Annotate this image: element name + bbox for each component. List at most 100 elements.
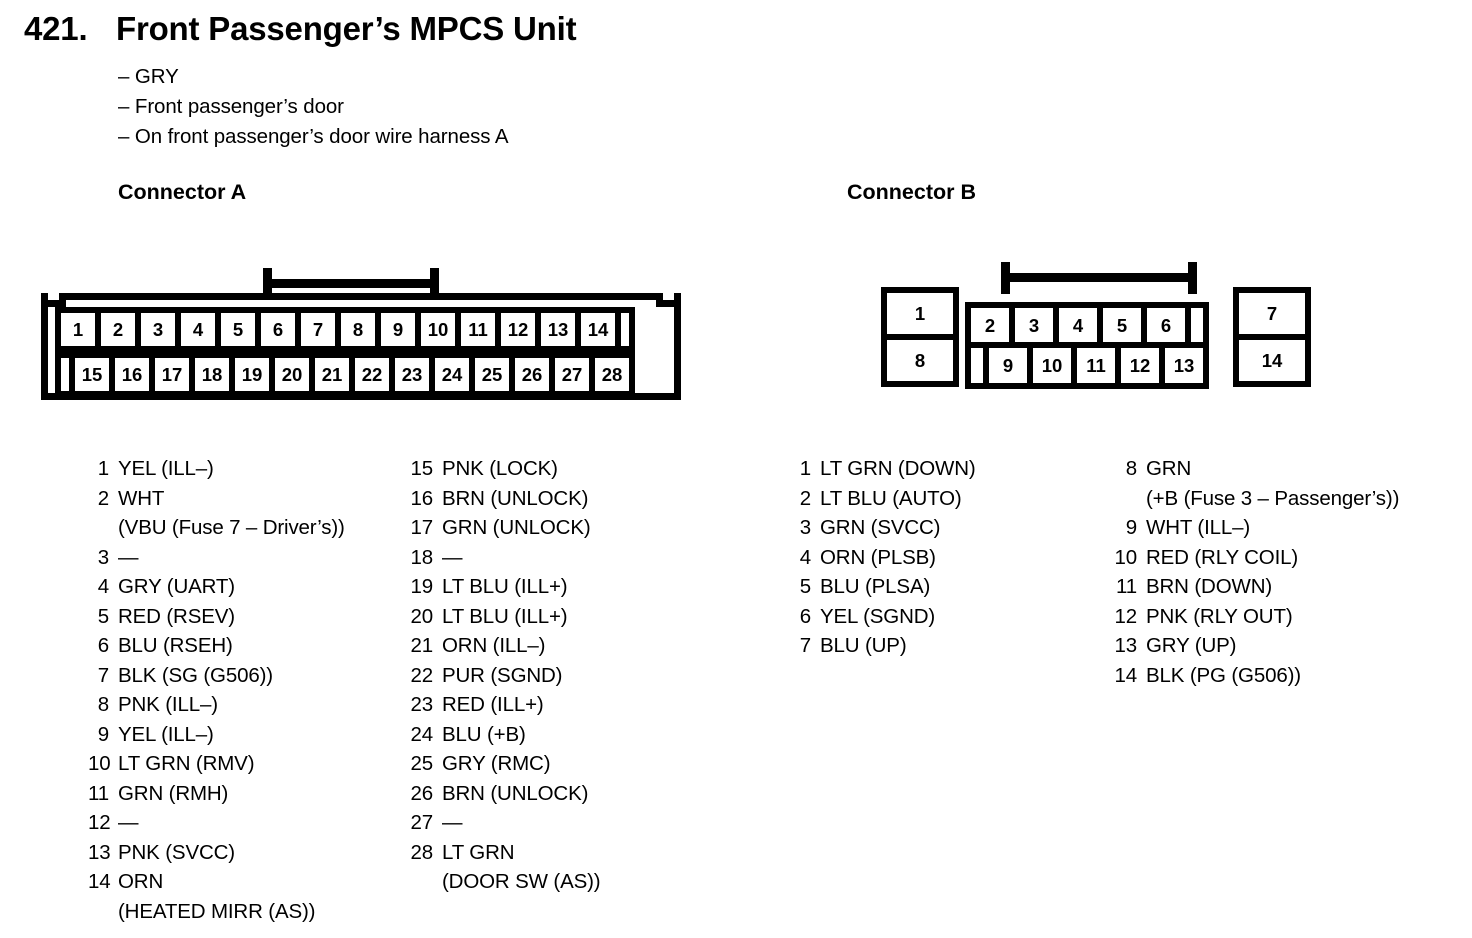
- pin-number: 14: [1114, 663, 1137, 687]
- pin-label: WHT(VBU (Fuse 7 – Driver’s)): [118, 484, 345, 543]
- pin-number: 23: [410, 693, 433, 716]
- pin-list-item: 3 GRN (SVCC): [790, 513, 976, 543]
- pin-cell: 8: [881, 334, 959, 387]
- connector-b-bottom-row: 9 10 11 12 13: [965, 342, 1209, 389]
- connector-b-heading: Connector B: [847, 180, 976, 204]
- pin-cell: 4: [1053, 302, 1103, 349]
- pin-label: GRN (SVCC): [820, 516, 941, 539]
- connector-a-locking-tab: [263, 268, 439, 302]
- pin-number: 1: [799, 457, 811, 480]
- pin-list-item: 27—: [408, 808, 600, 838]
- pin-label: BLK (SG (G506)): [118, 663, 273, 687]
- connector-b-top-row: 2 3 4 5 6: [965, 302, 1209, 349]
- pin-number: 5: [97, 604, 109, 628]
- pin-number: 10: [1114, 545, 1137, 569]
- pin-label: BLU (UP): [820, 634, 907, 657]
- pin-number: 9: [1125, 516, 1137, 539]
- pin-number: 13: [1114, 634, 1137, 657]
- pin-number: 26: [410, 781, 433, 805]
- locking-tab-post-right: [1188, 262, 1197, 294]
- locking-tab-post-left: [263, 268, 272, 300]
- pin-cell: 9: [983, 342, 1033, 389]
- pin-cell: 9: [375, 307, 421, 352]
- pin-number: 18: [410, 545, 433, 569]
- pin-number: 4: [799, 545, 811, 569]
- locking-tab-post-right: [430, 268, 439, 300]
- pin-cell: 12: [495, 307, 541, 352]
- pin-number: 2: [799, 486, 811, 510]
- pin-number: 20: [410, 604, 433, 628]
- subheading-item: – GRY: [118, 65, 179, 88]
- pin-label: LT GRN(DOOR SW (AS)): [442, 838, 601, 897]
- pin-number: 17: [410, 516, 433, 539]
- pin-list-item: 3—: [88, 543, 345, 573]
- subheading-list: – GRY – Front passenger’s door – On fron…: [118, 62, 509, 152]
- subheading-item: – On front passenger’s door wire harness…: [118, 125, 509, 148]
- pin-number: 7: [799, 634, 811, 657]
- pin-number: 25: [410, 752, 433, 775]
- pin-cell: 7: [1233, 287, 1311, 340]
- pin-label-continuation: (HEATED MIRR (AS)): [118, 899, 316, 923]
- pin-list-item: 26 BRN (UNLOCK): [408, 779, 600, 809]
- pin-cell: 14: [1233, 334, 1311, 387]
- pin-label: GRN (RMH): [118, 781, 229, 805]
- pin-number: 1: [97, 457, 109, 480]
- connector-a-notch-right: [656, 293, 674, 307]
- pin-label: LT BLU (ILL+): [442, 575, 568, 598]
- pin-cell: 11: [1071, 342, 1121, 389]
- pin-label: ORN(HEATED MIRR (AS)): [118, 867, 316, 926]
- connector-a-heading: Connector A: [118, 180, 247, 204]
- pin-number: 24: [410, 722, 433, 746]
- pin-label: PNK (ILL–): [118, 693, 218, 716]
- pin-label: PUR (SGND): [442, 663, 563, 687]
- locking-tab-post-left: [1001, 262, 1010, 294]
- pin-number: 6: [97, 634, 109, 657]
- connector-a-diagram: 1 2 3 4 5 6 7 8 9 10 11 12 13 14 15 16 1…: [41, 268, 681, 400]
- pin-number: 3: [799, 516, 811, 539]
- pin-label: PNK (SVCC): [118, 840, 235, 864]
- pin-label: LT GRN (RMV): [118, 752, 255, 775]
- locking-tab-bar: [263, 279, 439, 288]
- pin-number: 10: [88, 752, 111, 775]
- pin-label: ORN (PLSB): [820, 545, 936, 569]
- pin-list-item: 24 BLU (+B): [408, 720, 600, 750]
- pin-number: 27: [410, 811, 433, 834]
- pin-cell: 28: [589, 352, 635, 397]
- pin-label: BLU (+B): [442, 722, 526, 746]
- pin-label-continuation: (VBU (Fuse 7 – Driver’s)): [118, 516, 345, 539]
- pin-cell: 13: [1159, 342, 1209, 389]
- pin-list-item: 12—: [88, 808, 345, 838]
- pin-label: GRY (UP): [1146, 634, 1237, 657]
- pin-list-item: 2 WHT(VBU (Fuse 7 – Driver’s)): [88, 484, 345, 543]
- pin-cell: 18: [189, 352, 235, 397]
- pin-number: 19: [410, 575, 433, 598]
- pin-cell: 14: [575, 307, 621, 352]
- connector-a-top-row: 1 2 3 4 5 6 7 8 9 10 11 12 13 14: [55, 307, 635, 352]
- pin-label: BRN (UNLOCK): [442, 781, 589, 805]
- pin-label: RED (RLY COIL): [1146, 545, 1299, 569]
- pin-label: LT BLU (AUTO): [820, 486, 962, 510]
- pin-cell: 12: [1115, 342, 1165, 389]
- pin-number: 2: [97, 486, 109, 510]
- pin-cell: 10: [415, 307, 461, 352]
- pin-list-item: 4 ORN (PLSB): [790, 543, 976, 573]
- pin-number: 12: [88, 811, 111, 834]
- pin-number: 16: [410, 486, 433, 510]
- pin-list-item: 10 RED (RLY COIL): [1112, 543, 1399, 573]
